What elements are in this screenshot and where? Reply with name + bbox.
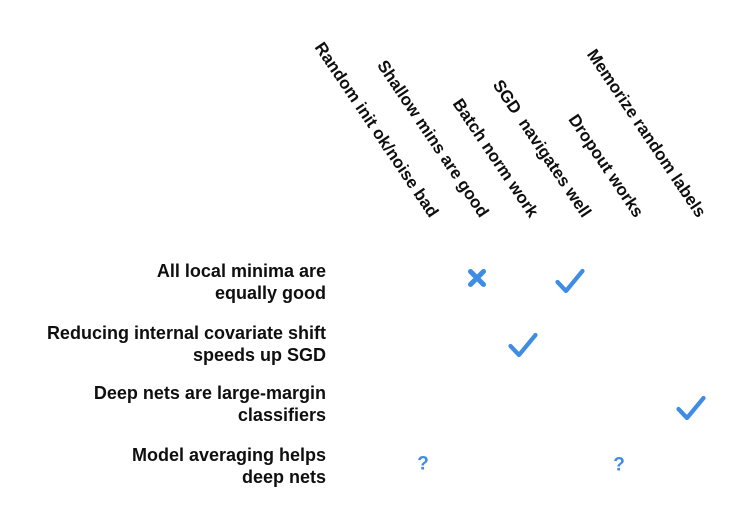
check-icon [555, 268, 585, 294]
row-label-2: Deep nets are large-margin classifiers [93, 383, 326, 425]
cross-icon [468, 269, 486, 287]
matrix-mark-check [676, 395, 706, 421]
row-label-0: All local minima are equally good [156, 261, 326, 303]
matrix-mark-check [555, 268, 585, 294]
question-mark: ? [417, 453, 429, 475]
question-mark: ? [613, 454, 625, 476]
check-icon [676, 395, 706, 421]
matrix-mark-question: ? [417, 455, 429, 474]
matrix-mark-check [508, 332, 538, 358]
matrix-mark-question: ? [613, 456, 625, 475]
matrix-mark-cross [467, 268, 488, 289]
row-label-1: Reducing internal covariate shift speeds… [46, 323, 326, 365]
check-icon [508, 332, 538, 358]
row-label-3: Model averaging helps deep nets [131, 445, 326, 487]
column-header-5: Memorize random labels [582, 45, 710, 221]
